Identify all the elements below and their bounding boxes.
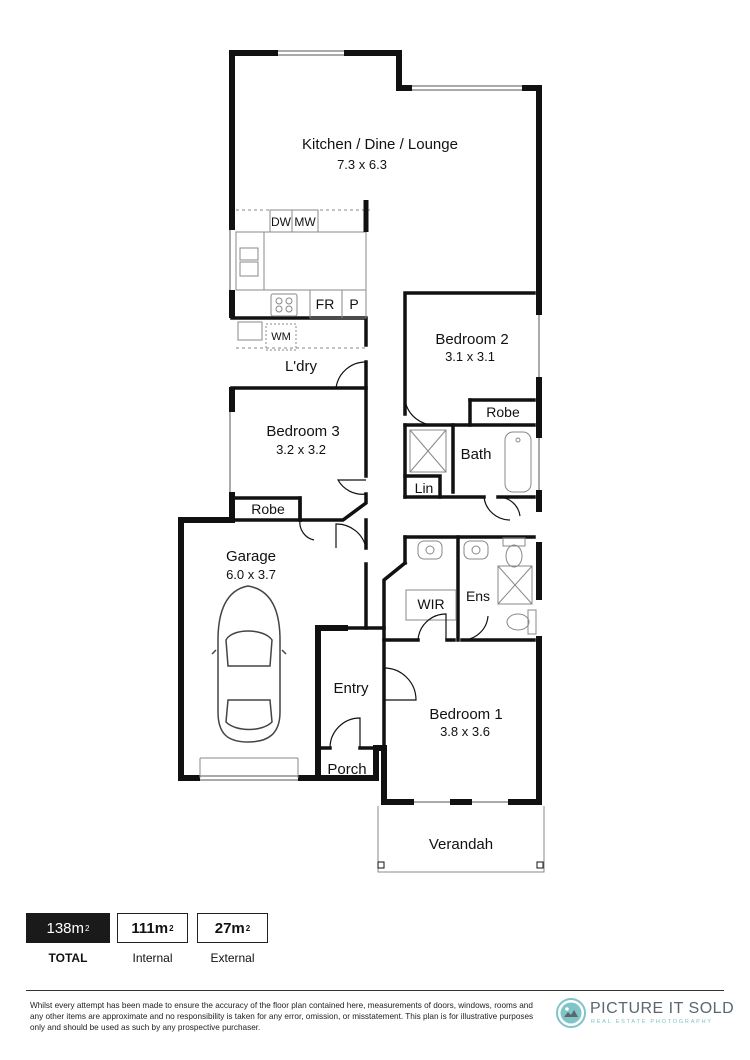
fixture-microwave: MW	[294, 215, 316, 229]
floor-plan: Kitchen / Dine / Lounge 7.3 x 6.3 Bedroo…	[178, 49, 545, 873]
label-robe-bedroom-3: Robe	[251, 501, 285, 517]
bathroom-fixtures	[409, 429, 537, 635]
total-area-unit: 2	[85, 923, 90, 933]
picture-it-sold-logo: PICTURE IT SOLD REAL ESTATE PHOTOGRAPHY	[556, 998, 734, 1032]
room-dims-garage: 6.0 x 3.7	[226, 567, 276, 582]
external-area-label: External	[210, 951, 255, 965]
label-bath: Bath	[461, 446, 492, 463]
room-name-kitchen: Kitchen / Dine / Lounge	[302, 136, 458, 153]
fixture-dishwasher: DW	[271, 215, 292, 229]
external-area-value: 27m	[214, 919, 245, 937]
label-verandah: Verandah	[429, 836, 493, 853]
logo-tagline: REAL ESTATE PHOTOGRAPHY	[591, 1019, 713, 1025]
door-swings	[299, 361, 521, 749]
footer-divider	[26, 990, 724, 991]
internal-area-value: 111m	[131, 919, 169, 937]
label-porch: Porch	[327, 761, 366, 778]
internal-area-label: Internal	[132, 951, 173, 965]
label-wir: WIR	[417, 596, 444, 612]
laundry-fixtures	[236, 321, 366, 351]
car-icon	[211, 585, 287, 743]
room-name-garage: Garage	[226, 548, 276, 565]
verandah-outline	[377, 806, 545, 873]
disclaimer-text: Whilst every attempt has been made to en…	[30, 1001, 534, 1032]
label-ensuite: Ens	[466, 588, 490, 604]
internal-area-unit: 2	[169, 923, 174, 933]
kitchen-benches	[235, 209, 370, 319]
total-area-value: 138m	[46, 919, 85, 937]
fixture-pantry: P	[349, 296, 358, 312]
fixture-fridge: FR	[316, 296, 335, 312]
room-dims-kitchen: 7.3 x 6.3	[337, 157, 387, 172]
label-robe-bedroom-2: Robe	[486, 404, 520, 420]
wir-shelf	[405, 589, 457, 621]
label-linen: Lin	[415, 480, 434, 496]
house-photo-logo-icon	[556, 998, 586, 1028]
windows	[199, 49, 543, 806]
room-name-bedroom-1: Bedroom 1	[429, 706, 502, 723]
external-area-unit: 2	[245, 923, 251, 933]
room-dims-bedroom-2: 3.1 x 3.1	[445, 349, 495, 364]
room-dims-bedroom-3: 3.2 x 3.2	[276, 442, 326, 457]
room-name-bedroom-3: Bedroom 3	[266, 423, 339, 440]
total-area-label: TOTAL	[48, 951, 88, 965]
label-laundry: L'dry	[285, 358, 318, 375]
fixture-washing-machine: WM	[271, 331, 291, 343]
room-dims-bedroom-1: 3.8 x 3.6	[440, 724, 490, 739]
logo-name: PICTURE IT SOLD	[590, 1000, 735, 1017]
label-entry: Entry	[333, 680, 369, 697]
room-name-bedroom-2: Bedroom 2	[435, 331, 508, 348]
